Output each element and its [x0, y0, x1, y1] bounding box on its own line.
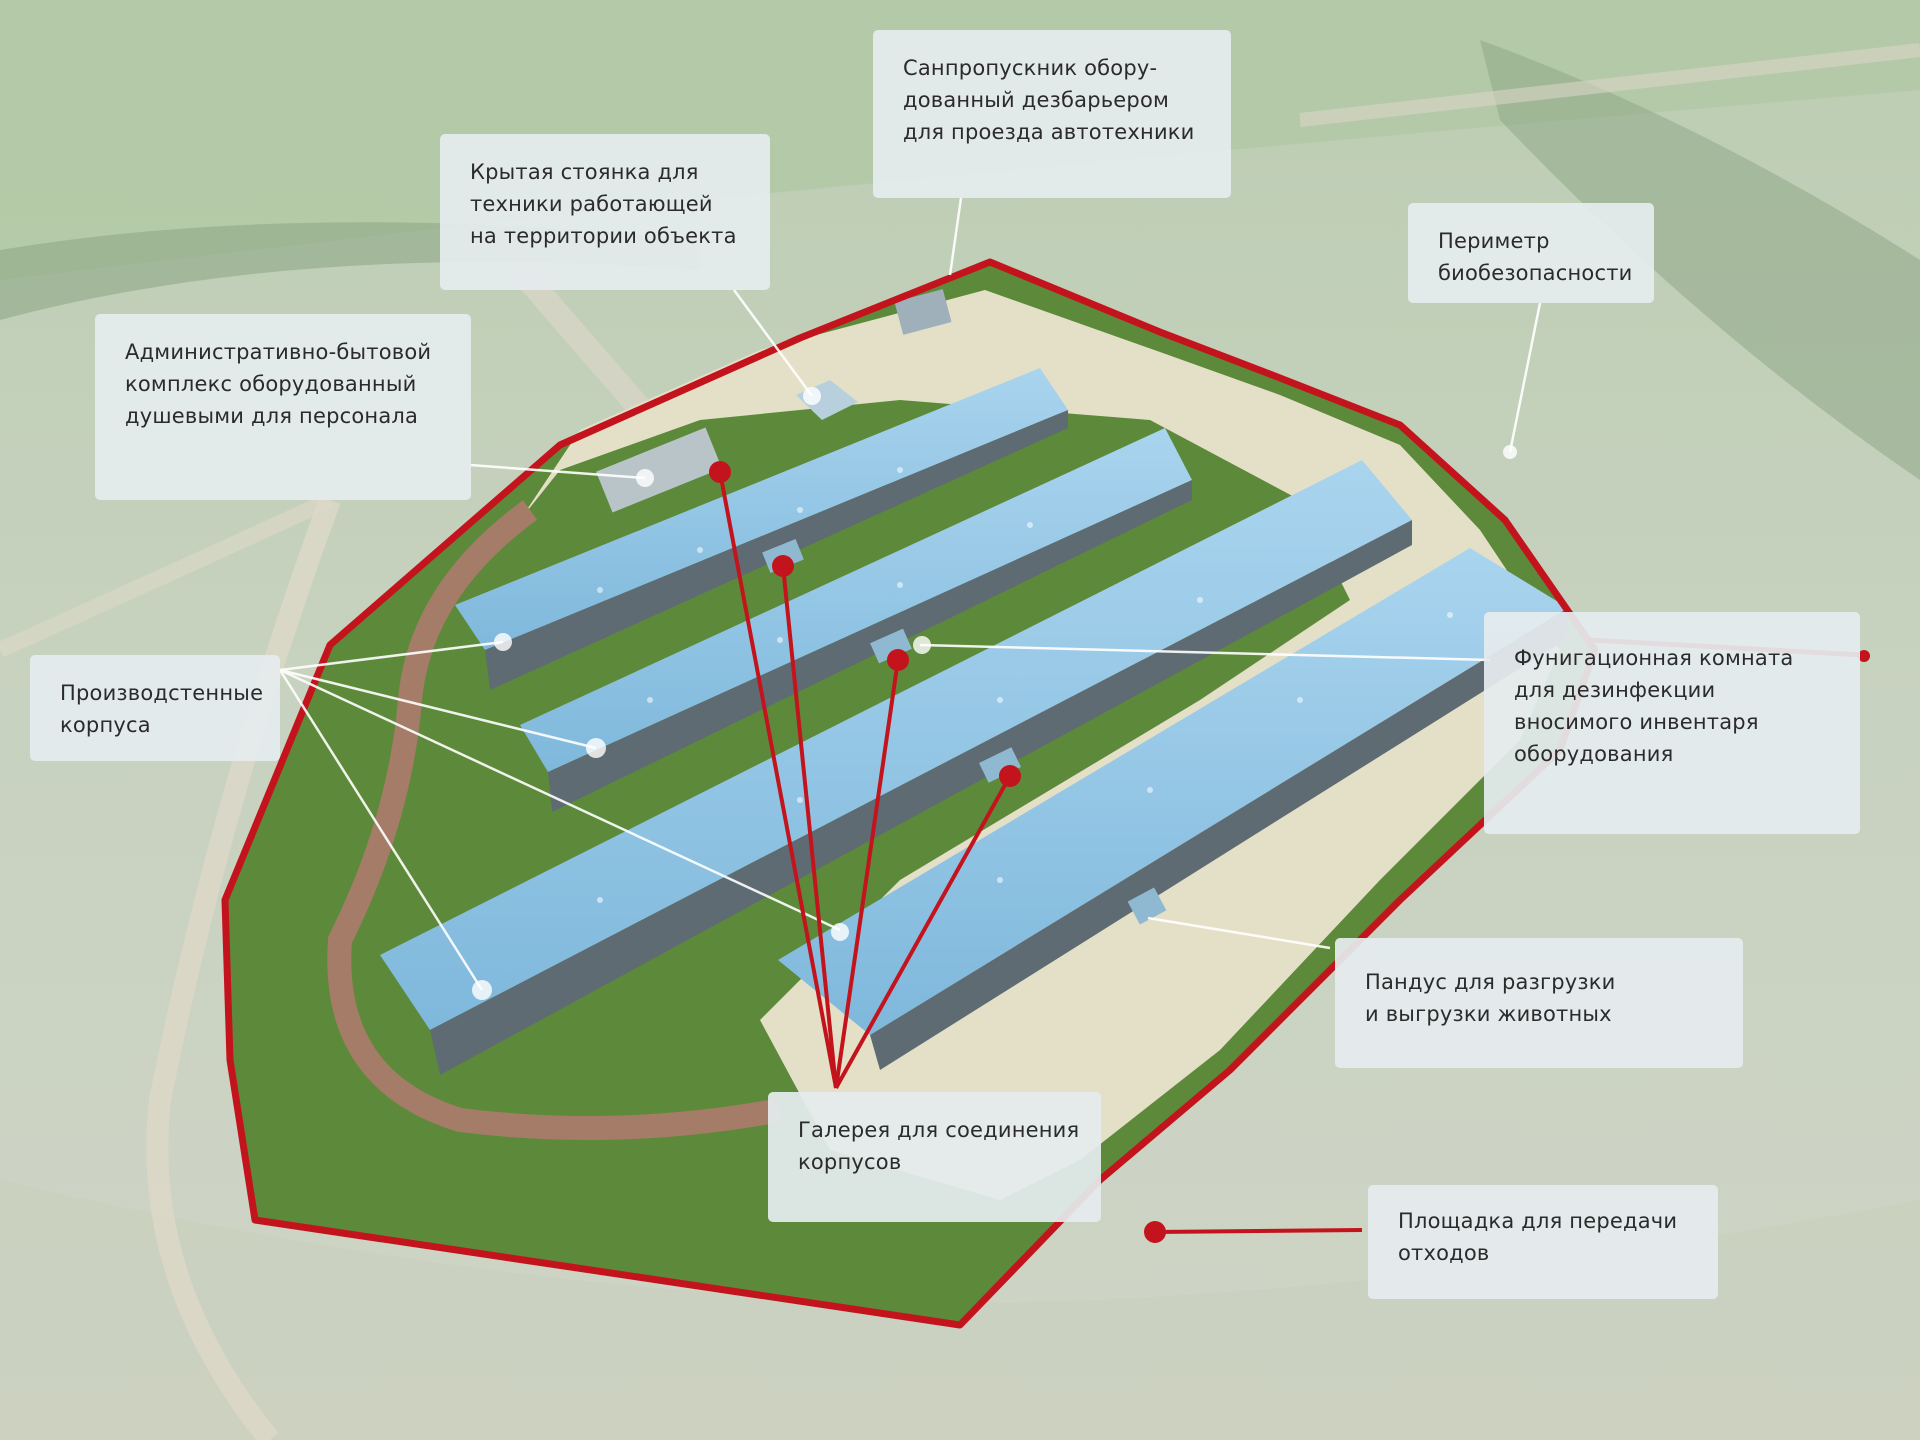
callout-line: Крытая стоянка для	[470, 160, 699, 184]
building-3	[380, 460, 1412, 1030]
leader-lines-white	[278, 197, 1542, 991]
callout-line: душевыми для персонала	[125, 404, 419, 428]
callout-line: отходов	[1398, 1241, 1490, 1265]
callout-line: корпусов	[798, 1150, 902, 1174]
callout-line: Фунигационная комната	[1514, 646, 1794, 670]
callout-line: Санпропускник обору-	[903, 56, 1158, 80]
callout-line: дованный дезбарьером	[903, 88, 1170, 112]
callout-pandus: Пандус для разгрузки и выгрузки животных	[1335, 938, 1743, 1068]
gallery-3	[978, 747, 1022, 783]
callout-line: оборудования	[1514, 742, 1674, 766]
callout-line: на территории объекта	[470, 224, 737, 248]
callout-line: комплекс оборудованный	[125, 372, 417, 396]
callout-line: биобезопасности	[1438, 261, 1633, 285]
callout-line: техники работающей	[470, 192, 713, 216]
leader-dots-red	[709, 461, 1166, 1243]
callout-line: Периметр	[1438, 229, 1550, 253]
callout-line: и выгрузки животных	[1365, 1002, 1612, 1026]
callout-krytaya-stoyanka: Крытая стоянка для техники работающей на…	[440, 134, 770, 290]
leader-dots-white	[472, 387, 1517, 1000]
callout-line: корпуса	[60, 713, 151, 737]
callout-line: для проезда автотехники	[903, 120, 1195, 144]
checkpoint-building	[894, 289, 952, 335]
gallery-2	[870, 628, 912, 664]
biosecurity-perimeter	[221, 258, 1599, 1329]
callout-adm-kompleks: Административно-бытовой комплекс оборудо…	[95, 314, 471, 500]
building-1	[455, 368, 1068, 650]
callout-line: Производстенные	[60, 681, 264, 705]
leader-lines-red	[718, 471, 1363, 1234]
callout-proizvodstvennye: Производстенные корпуса	[30, 655, 280, 761]
callout-galereya: Галерея для соединения корпусов	[768, 1092, 1101, 1222]
building-4	[778, 548, 1568, 1035]
callout-sanpropusknik: Санпропускник обору- дованный дезбарьеро…	[873, 30, 1231, 198]
callout-line: Площадка для передачи	[1398, 1209, 1678, 1233]
callout-fumigatsionnaya: Фунигационная комната для дезинфекции вн…	[1484, 612, 1860, 834]
callout-line: вносимого инвентаря	[1514, 710, 1759, 734]
unloading-ramp	[1127, 887, 1167, 925]
perimeter-end-dot	[1858, 650, 1870, 662]
admin-building	[596, 427, 722, 513]
callout-line: Галерея для соединения	[798, 1118, 1080, 1142]
building-2	[520, 428, 1192, 772]
internal-road	[327, 500, 783, 1140]
callout-line: для дезинфекции	[1514, 678, 1716, 702]
callout-line: Административно-бытовой	[125, 340, 432, 364]
production-buildings	[380, 368, 1568, 1075]
callout-ploshchadka: Площадка для передачи отходов	[1368, 1185, 1718, 1299]
callout-line: Пандус для разгрузки	[1365, 970, 1616, 994]
callout-perimetr: Периметр биобезопасности	[1408, 203, 1654, 303]
